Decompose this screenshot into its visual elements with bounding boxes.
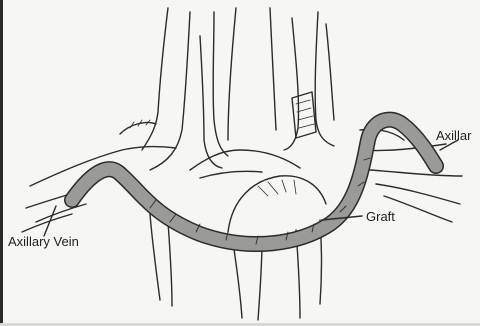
axillary-vein-line-3 [36, 204, 86, 222]
axillary-line-r2 [370, 170, 462, 176]
right-vessel-trunk [284, 18, 299, 150]
lower-vessel-left-2 [168, 222, 172, 306]
right-vessel-cuff [292, 92, 316, 138]
label-graft: Graft [366, 209, 395, 224]
vessel-junction-lower [200, 171, 262, 178]
lower-vessel-left [150, 214, 160, 300]
axillary-line-r3 [376, 184, 460, 204]
axillary-vein-pointer [44, 206, 56, 236]
left-vessel-branch [200, 36, 222, 168]
central-vessel-2 [270, 8, 276, 130]
label-axillary-vein: Axillary Vein [8, 234, 79, 249]
left-vessel-branch-2 [213, 12, 228, 156]
right-vessel-trunk-3 [326, 24, 334, 120]
label-axillar: Axillar [436, 128, 471, 143]
lower-structure-arc [228, 176, 326, 232]
left-vessel-trunk [142, 8, 168, 150]
left-vessel-cuff [120, 122, 156, 134]
central-vessel [228, 8, 236, 140]
